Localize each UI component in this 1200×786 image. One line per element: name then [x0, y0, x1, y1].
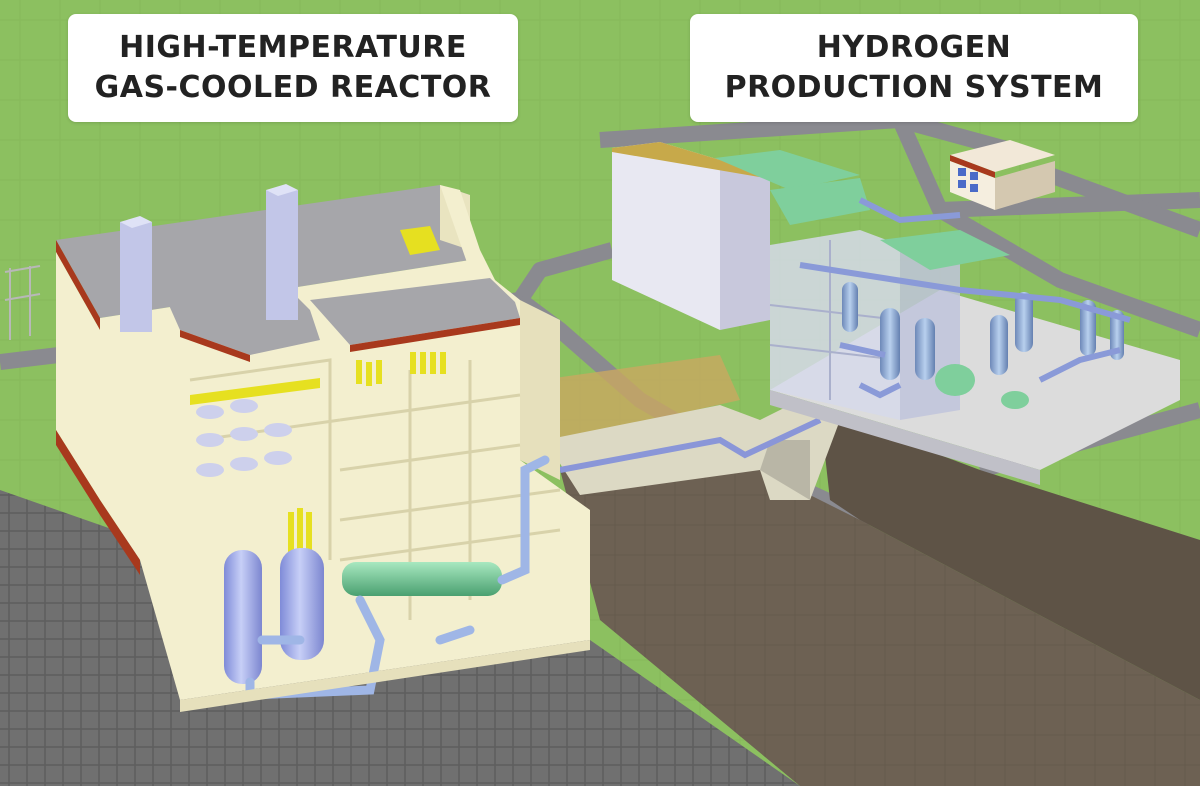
- reactor-building: [56, 184, 590, 712]
- hydrogen-plant: [612, 142, 1180, 485]
- horizontal-heat-exchanger: [342, 562, 502, 596]
- control-building: [950, 140, 1055, 210]
- reactor-label-line1: HIGH-TEMPERATURE: [119, 30, 467, 65]
- reactor-pressure-vessel: [280, 548, 324, 660]
- hydrogen-label-line2: PRODUCTION SYSTEM: [724, 70, 1104, 105]
- reactor-label-line2: GAS-COOLED REACTOR: [94, 70, 492, 105]
- overhead-crane: [190, 226, 440, 405]
- hydrogen-label-line1: HYDROGEN: [816, 30, 1012, 65]
- stack-right: [266, 190, 298, 320]
- hydrogen-label: HYDROGEN PRODUCTION SYSTEM: [690, 14, 1138, 122]
- excavation-slope-dark: [820, 410, 1200, 700]
- control-rod-drives: [288, 352, 446, 556]
- connecting-tunnel: [540, 355, 840, 500]
- switchyard: [4, 265, 41, 340]
- reactor-label: HIGH-TEMPERATURE GAS-COOLED REACTOR: [68, 14, 518, 122]
- intermediate-heat-exchanger: [224, 550, 262, 684]
- excavation-slope: [560, 470, 1200, 786]
- stack-left: [120, 222, 152, 332]
